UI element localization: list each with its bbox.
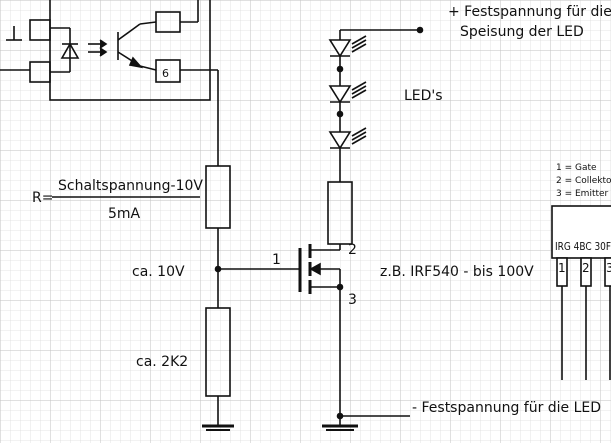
led-1-icon xyxy=(328,35,367,58)
opto-pin6-label: 6 xyxy=(162,67,169,80)
plus-supply-label-line1: + Festspannung für die xyxy=(448,4,611,20)
mosfet-arrow-icon xyxy=(309,262,321,276)
formula-lhs: R= xyxy=(32,190,53,206)
opto-pin-anode xyxy=(29,19,51,41)
igbt-body xyxy=(551,205,611,259)
mosfet-pin-drain: 2 xyxy=(348,242,357,258)
mosfet-pin-gate: 1 xyxy=(272,252,281,268)
ground-symbol-left xyxy=(202,424,234,431)
pinout-legend-3: 3 = Emitter xyxy=(556,189,609,199)
gate-node-dot xyxy=(214,265,222,273)
led-node-dot xyxy=(336,110,344,118)
igbt-pin-3-label: 3 xyxy=(606,261,611,275)
igbt-package xyxy=(551,205,611,380)
mosfet-label: z.B. IRF540 - bis 100V xyxy=(380,264,534,280)
opto-light-arrows-icon xyxy=(88,39,108,57)
opto-transistor-icon xyxy=(117,21,157,71)
plus-supply-label-line2: Speisung der LED xyxy=(460,24,584,40)
pinout-legend-1: 1 = Gate xyxy=(556,163,597,173)
pinout-legend-2: 2 = Collektor xyxy=(556,176,611,186)
minus-supply-label: - Festspannung für die LED xyxy=(412,400,601,416)
leds-label: LED's xyxy=(404,88,443,104)
mosfet xyxy=(298,244,344,294)
gate-voltage-label: ca. 10V xyxy=(132,264,185,280)
optocoupler xyxy=(0,0,219,166)
led-2-icon xyxy=(328,81,367,104)
plus-supply-node xyxy=(416,26,424,34)
led-3-icon xyxy=(328,127,367,150)
formula-denominator: 5mA xyxy=(108,206,141,222)
wiring xyxy=(0,0,611,431)
igbt-pin-1-label: 1 xyxy=(558,261,566,275)
opto-pin-6 xyxy=(155,59,181,83)
opto-led-icon xyxy=(60,42,80,59)
ground-symbol-right xyxy=(322,424,358,431)
pulldown-resistor-label: ca. 2K2 xyxy=(136,354,188,370)
igbt-part-label: IRG 4BC 30F xyxy=(555,240,611,253)
formula-numerator: Schaltspannung-10V xyxy=(58,178,203,194)
optocoupler-body xyxy=(49,0,211,101)
led-node-dot xyxy=(336,65,344,73)
mosfet-pin-source: 3 xyxy=(348,292,357,308)
igbt-pin-2-label: 2 xyxy=(582,261,590,275)
